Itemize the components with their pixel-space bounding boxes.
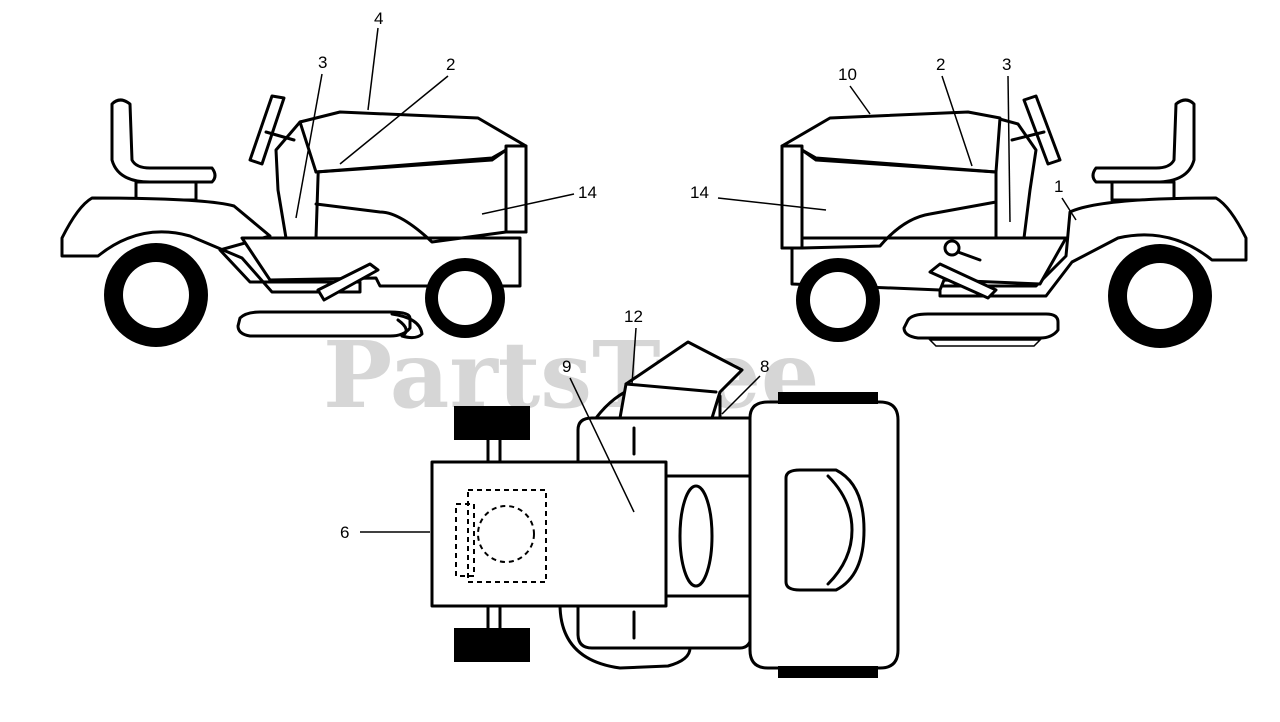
engine-air-filter bbox=[477, 505, 535, 563]
seat-back bbox=[110, 98, 217, 184]
deck-discharge bbox=[390, 312, 424, 340]
front-wheel-top-b bbox=[454, 628, 530, 662]
rear-wheel-hub bbox=[123, 262, 189, 328]
callout-right-3: 3 bbox=[1002, 55, 1011, 74]
steering-wheel bbox=[248, 94, 286, 166]
mower-deck-right bbox=[902, 312, 1060, 340]
seat-back-line bbox=[826, 474, 854, 586]
leader-left-2 bbox=[339, 75, 449, 165]
tractor-left-side-view bbox=[60, 94, 528, 347]
leader-top-12 bbox=[631, 327, 637, 385]
rear-fender-right bbox=[938, 196, 1248, 298]
foot-pedal-right bbox=[928, 262, 998, 300]
rear-wheel-top-b bbox=[778, 666, 878, 678]
callout-top-6: 6 bbox=[340, 523, 349, 542]
dash-column-right bbox=[994, 116, 1038, 240]
leader-left-14 bbox=[481, 193, 575, 215]
leader-right-2 bbox=[941, 75, 973, 167]
leader-top-8 bbox=[721, 375, 761, 415]
leader-left-4 bbox=[367, 27, 379, 111]
front-wheel-hub bbox=[438, 271, 492, 325]
rear-wheel-hub-right bbox=[1127, 263, 1193, 329]
rear-wheel-top-a bbox=[778, 392, 878, 404]
callouts: 4 3 2 14 10 2 3 14 1 12 9 8 6 bbox=[295, 9, 1077, 542]
hood-top bbox=[430, 460, 668, 608]
leader-left-3 bbox=[295, 73, 323, 219]
callout-right-14: 14 bbox=[690, 183, 709, 202]
leader-right-14 bbox=[717, 197, 827, 211]
mower-deck-bottom bbox=[558, 602, 692, 670]
front-wheel-top-a bbox=[454, 406, 530, 440]
throttle-lever bbox=[956, 250, 982, 262]
hood-right bbox=[780, 110, 1002, 250]
grille bbox=[504, 144, 528, 234]
chute-fold bbox=[624, 382, 718, 394]
leader-right-1 bbox=[1061, 197, 1077, 221]
leader-top-9 bbox=[569, 377, 635, 513]
grille-right bbox=[780, 144, 804, 250]
tractor-right-side-view bbox=[780, 94, 1248, 348]
front-wheel-hub-right bbox=[810, 272, 866, 328]
leader-right-3 bbox=[1007, 75, 1011, 223]
callout-left-3: 3 bbox=[318, 53, 327, 72]
callout-right-10: 10 bbox=[838, 65, 857, 84]
seat-back-right bbox=[1091, 98, 1196, 184]
steering-wheel-top bbox=[678, 484, 714, 588]
rear-fender bbox=[60, 196, 362, 294]
foot-pedal bbox=[316, 262, 380, 302]
steering-shaft-right bbox=[1010, 130, 1046, 142]
deck-chute-right bbox=[928, 339, 1042, 347]
seat-base-right bbox=[1110, 180, 1176, 202]
callout-left-2: 2 bbox=[446, 55, 455, 74]
callout-left-4: 4 bbox=[374, 9, 383, 28]
engine-outline bbox=[467, 489, 547, 583]
steering-wheel-right bbox=[1022, 94, 1062, 166]
tractor-top-view bbox=[430, 340, 900, 678]
leader-right-10 bbox=[849, 85, 871, 115]
callout-left-14: 14 bbox=[578, 183, 597, 202]
callout-top-9: 9 bbox=[562, 357, 571, 376]
callout-right-1: 1 bbox=[1054, 177, 1063, 196]
throttle-knob bbox=[943, 239, 961, 257]
steering-shaft bbox=[264, 130, 296, 142]
callout-top-12: 12 bbox=[624, 307, 643, 326]
callout-top-8: 8 bbox=[760, 357, 769, 376]
mower-deck bbox=[236, 310, 412, 338]
engine-side-outline bbox=[455, 503, 475, 577]
callout-right-2: 2 bbox=[936, 55, 945, 74]
